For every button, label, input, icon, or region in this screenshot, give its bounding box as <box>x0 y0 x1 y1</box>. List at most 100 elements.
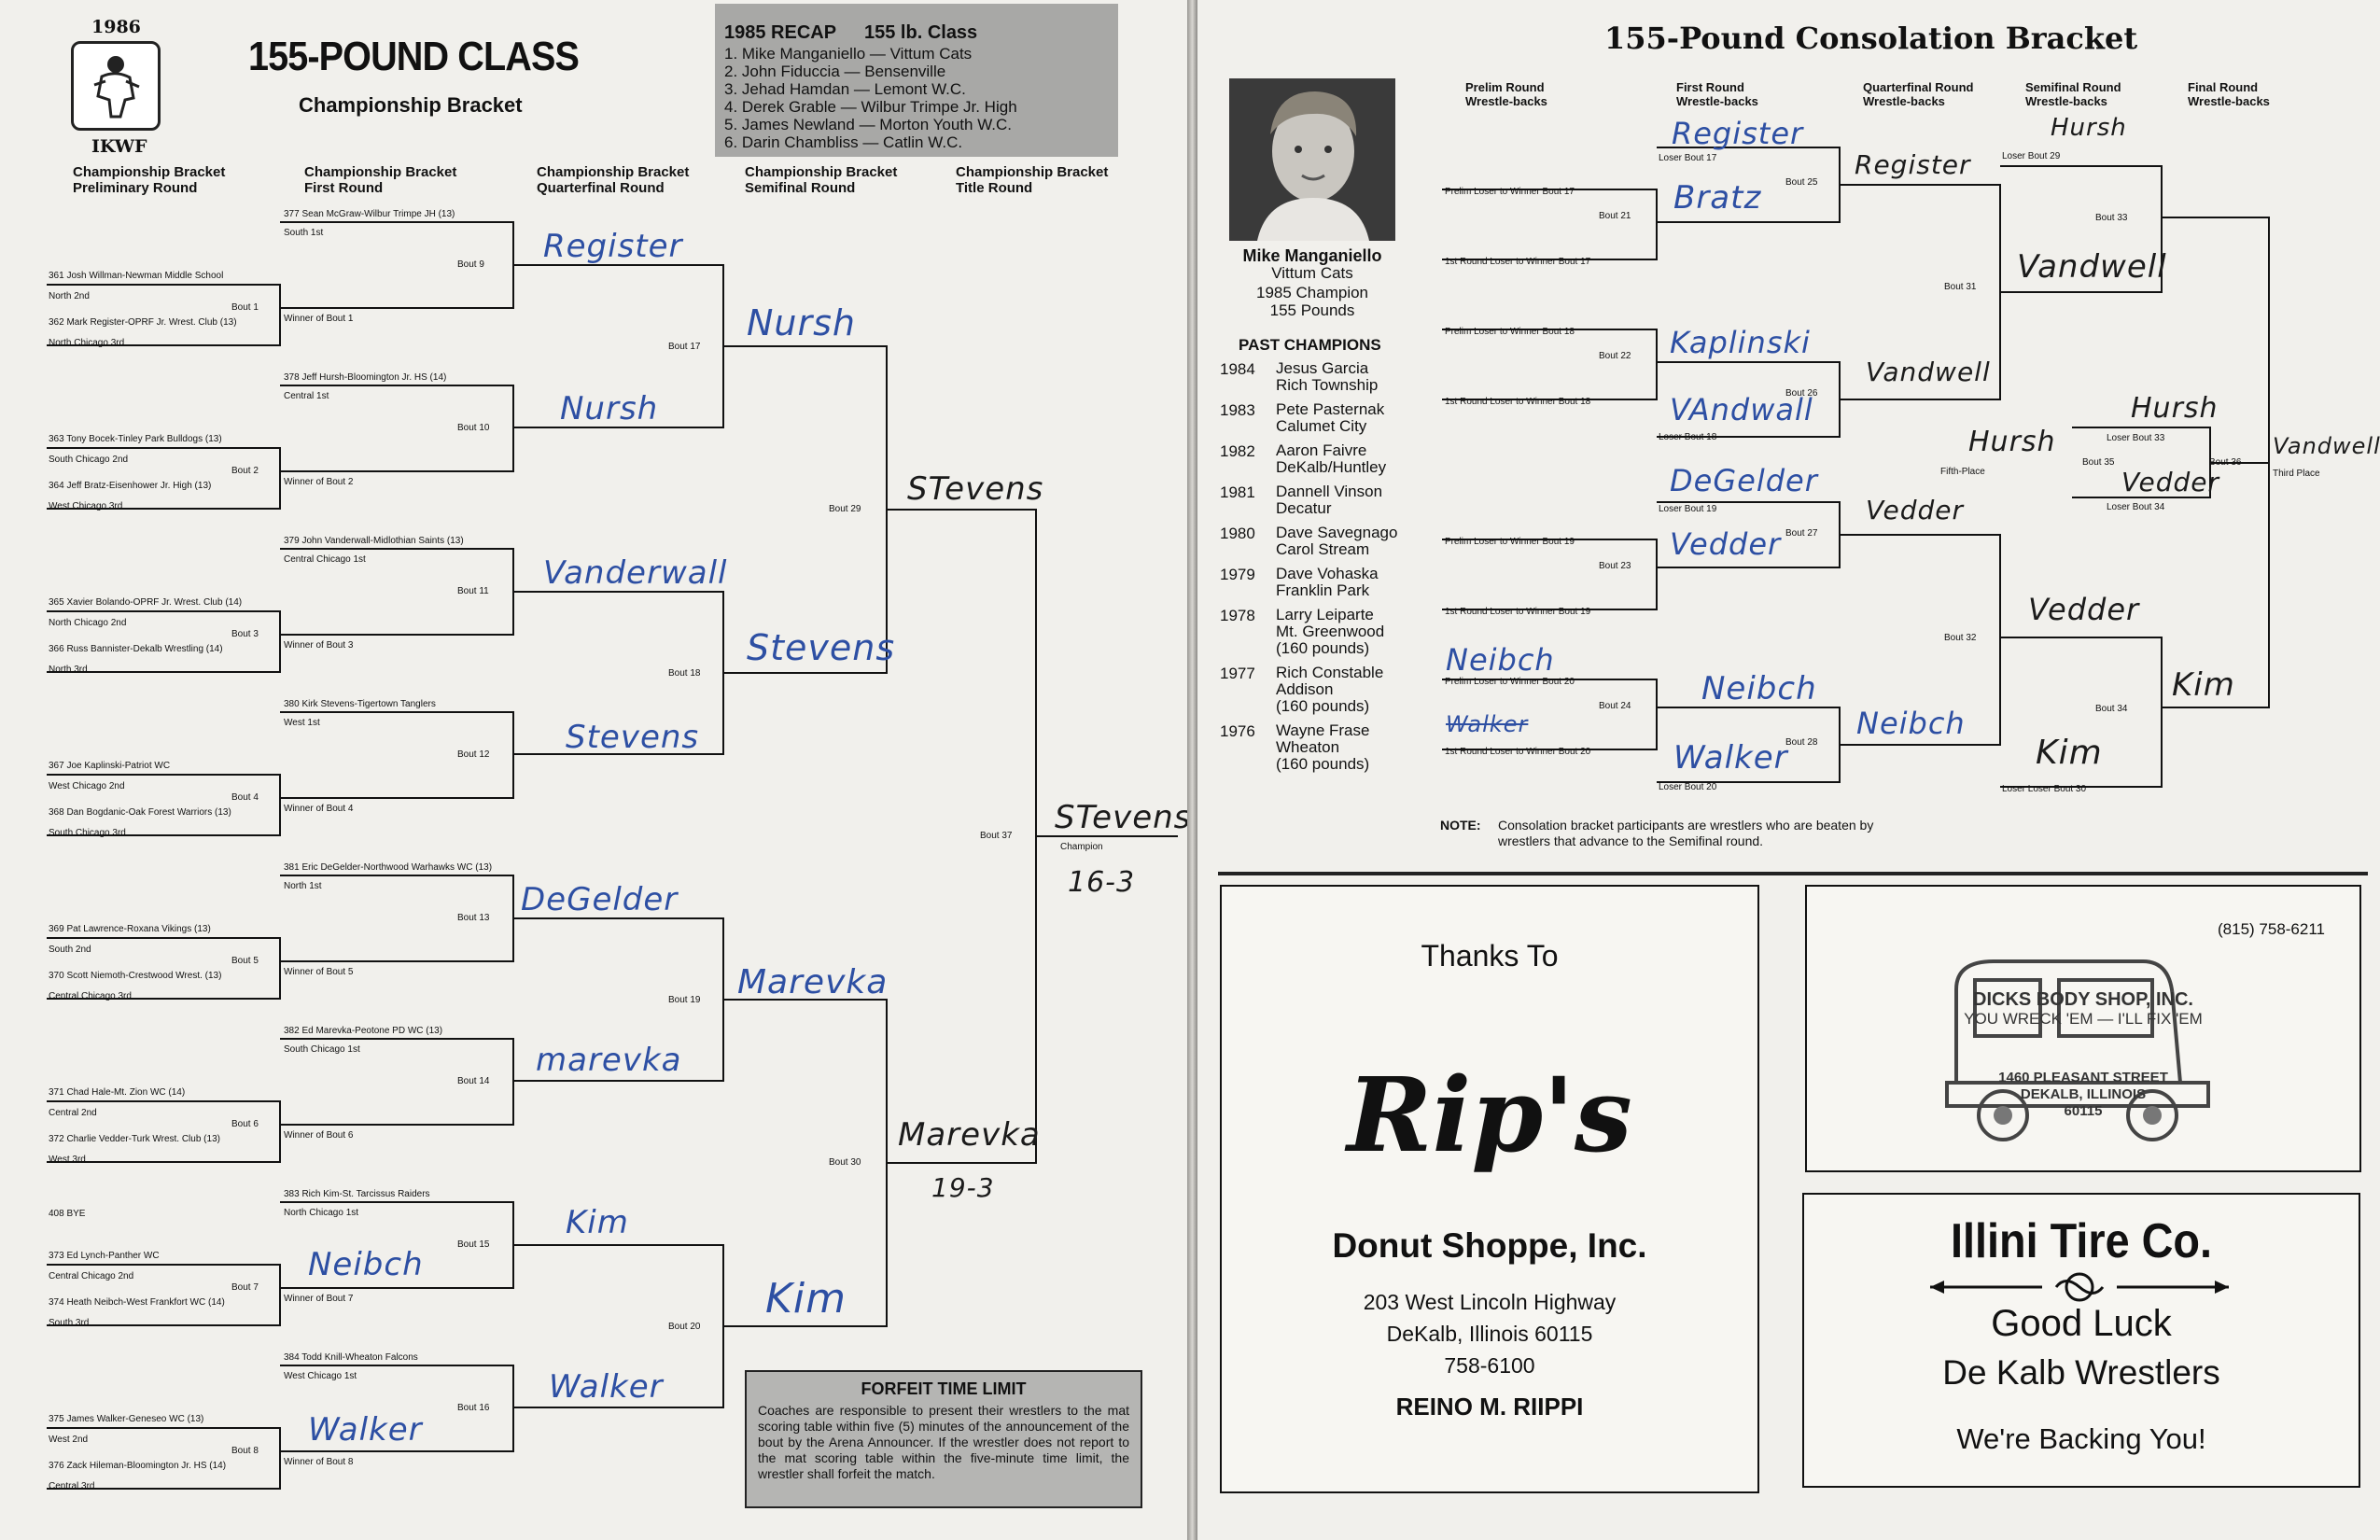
entry-region: West 3rd <box>49 1155 86 1165</box>
ad-business-name: Illini Tire Co. <box>1951 1214 2212 1268</box>
seed-region: Central 1st <box>284 391 329 401</box>
entry-region: Central Chicago 2nd <box>49 1271 134 1281</box>
past-line: Decatur <box>1276 499 1332 517</box>
bout-label: Bout 28 <box>1785 737 1818 748</box>
col-header-line: Prelim Round <box>1465 80 1545 94</box>
winner-label: Winner of Bout 7 <box>284 1294 354 1304</box>
rips-logo: Rip's <box>1347 1055 1632 1175</box>
entry-region: North 2nd <box>49 291 90 301</box>
col-header-line: Wrestle-backs <box>2025 94 2107 108</box>
handwritten-result: STevens <box>1055 799 1187 836</box>
past-line: Dave Vohaska <box>1276 565 1379 582</box>
bout-label: Bout 34 <box>2095 704 2128 714</box>
handwritten-result: Hursh <box>1968 426 2056 458</box>
champion-name: Mike Manganiello <box>1242 246 1382 265</box>
seed-name: 380 Kirk Stevens-Tigertown Tanglers <box>284 699 436 709</box>
col-header-line: Championship Bracket <box>745 164 898 180</box>
col-header-line: Preliminary Round <box>73 180 198 196</box>
cons-slot-label: Prelim Loser to Winner Bout 19 <box>1445 537 1575 547</box>
page-subtitle: Championship Bracket <box>299 93 523 117</box>
cons-slot-label: 1st Round Loser to Winner Bout 20 <box>1445 747 1591 757</box>
winner-label: Winner of Bout 8 <box>284 1457 354 1467</box>
recap-line-2: 2. John Fiduccia — Bensenville <box>724 63 946 80</box>
seed-name: 377 Sean McGraw-Wilbur Trimpe JH (13) <box>284 209 455 219</box>
ornament-icon <box>1930 1272 2229 1302</box>
col-header-line: First Round <box>304 180 384 196</box>
handwritten-result: Kim <box>2172 666 2235 704</box>
ad-business-name: DICKS BODY SHOP, INC. <box>1973 989 2193 1010</box>
seed-region: South Chicago 1st <box>284 1044 360 1055</box>
entry-name: 365 Xavier Bolando-OPRF Jr. Wrest. Club … <box>49 597 243 608</box>
bout-label: Bout 18 <box>668 668 701 679</box>
past-line: Dave Savegnago <box>1276 524 1398 541</box>
bout-label: Bout 37 <box>980 831 1013 841</box>
past-line: (160 pounds) <box>1276 755 1370 773</box>
bout-label: Bout 20 <box>668 1322 701 1332</box>
entry-name: 370 Scott Niemoth-Crestwood Wrest. (13) <box>49 971 222 981</box>
cons-slot-label: Loser Bout 20 <box>1659 782 1717 792</box>
entry-name: 375 James Walker-Geneseo WC (13) <box>49 1414 204 1424</box>
past-year: 1979 <box>1220 566 1255 583</box>
past-year: 1984 <box>1220 360 1255 378</box>
entry-name: 367 Joe Kaplinski-Patriot WC <box>49 761 171 771</box>
bout-label: Bout 10 <box>457 423 490 433</box>
entry-region: North 3rd <box>49 665 88 675</box>
handwritten-result: Hursh <box>2051 114 2127 142</box>
past-line: Wheaton <box>1276 738 1340 756</box>
handwritten-result: Walker <box>549 1368 664 1406</box>
champion-year: 1985 Champion <box>1255 284 1369 301</box>
past-line: Jesus Garcia <box>1276 359 1369 377</box>
champion-team: Vittum Cats <box>1271 264 1353 282</box>
entry-name: 372 Charlie Vedder-Turk Wrest. Club (13) <box>49 1134 220 1144</box>
past-line: Pete Pasternak <box>1276 400 1385 418</box>
bout-label: Bout 19 <box>668 995 701 1005</box>
recap-line-6: 6. Darin Chambliss — Catlin W.C. <box>724 133 963 151</box>
handwritten-result: Kim <box>2036 734 2103 772</box>
cons-slot-label: Loser Bout 29 <box>2002 151 2061 161</box>
entry-region: North Chicago 3rd <box>49 338 125 348</box>
bout-label: Bout 32 <box>1944 633 1977 643</box>
entry-region: South 2nd <box>49 945 91 955</box>
bout-label: Bout 33 <box>2095 213 2128 223</box>
bout-label: Bout 2 <box>231 466 259 476</box>
winner-label: Winner of Bout 4 <box>284 804 354 814</box>
handwritten-result: Hursh <box>2131 392 2219 425</box>
car-icon <box>1945 959 2210 1141</box>
handwritten-result: Kim <box>566 1204 629 1241</box>
col-header-line: Quarterfinal Round <box>1863 80 1974 94</box>
handwritten-result: Walker <box>1446 711 1529 737</box>
bout-label: Bout 9 <box>457 259 484 270</box>
consolation-bracket-lines <box>1442 147 2270 788</box>
recap-line-1: 1. Mike Manganiello — Vittum Cats <box>724 45 973 63</box>
entry-name: 361 Josh Willman-Newman Middle School <box>49 271 224 281</box>
bout-label: Bout 7 <box>231 1282 259 1293</box>
winner-label: Winner of Bout 5 <box>284 967 354 977</box>
entry-name: 363 Tony Bocek-Tinley Park Bulldogs (13) <box>49 434 222 444</box>
ad-owner: REINO M. RIIPPI <box>1395 1393 1584 1421</box>
cons-slot-label: Prelim Loser to Winner Bout 20 <box>1445 677 1575 687</box>
past-year: 1978 <box>1220 607 1255 624</box>
rips-ad: Thanks To Rip's Donut Shoppe, Inc. 203 W… <box>1220 885 1759 1493</box>
seed-name: 384 Todd Knill-Wheaton Falcons <box>284 1352 418 1363</box>
wrestler-icon <box>93 56 140 119</box>
champion-weight: 155 Pounds <box>1269 301 1355 319</box>
past-line: Wayne Frase <box>1276 721 1370 739</box>
entry-region: Central 3rd <box>49 1481 95 1491</box>
bout-label: Bout 27 <box>1785 528 1818 539</box>
entry-name: 373 Ed Lynch-Panther WC <box>49 1251 160 1261</box>
bout-label: Bout 5 <box>231 956 259 966</box>
entry-name: 374 Heath Neibch-West Frankfort WC (14) <box>49 1297 225 1308</box>
bout-label: Bout 23 <box>1599 561 1631 571</box>
entry-name: 368 Dan Bogdanic-Oak Forest Warriors (13… <box>49 807 231 818</box>
divider <box>1218 872 2368 875</box>
seed-name: 381 Eric DeGelder-Northwood Warhawks WC … <box>284 862 493 873</box>
col-header-line: Wrestle-backs <box>1863 94 1945 108</box>
handwritten-result: DeGelder <box>1670 463 1818 498</box>
